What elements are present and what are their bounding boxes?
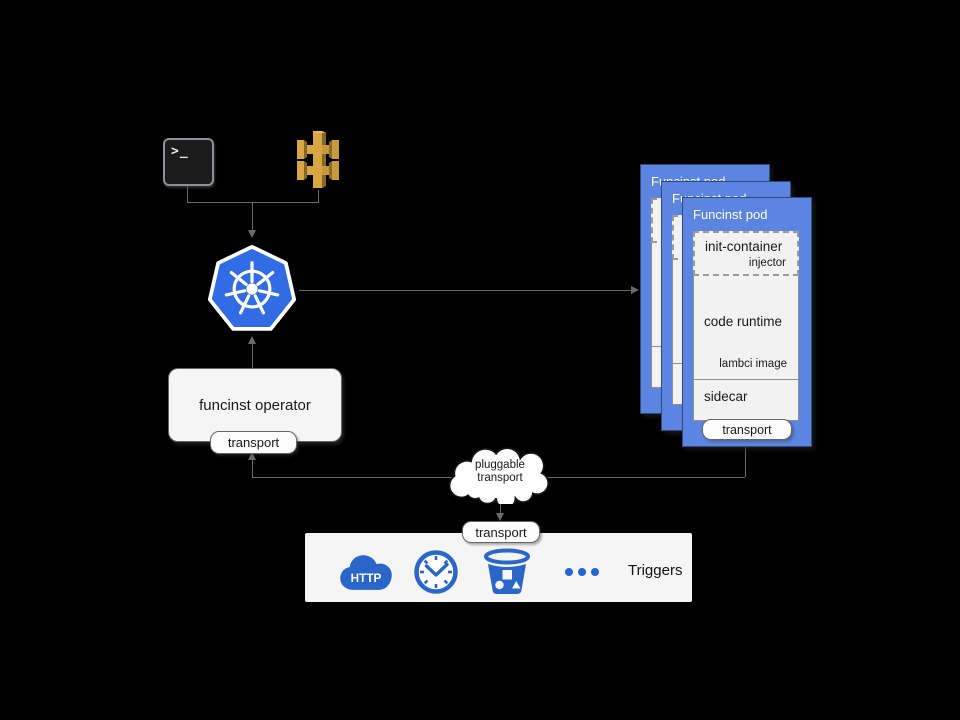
operator-transport-label: transport — [227, 435, 280, 450]
bucket-trigger-icon — [484, 548, 530, 594]
arrowhead-into-operator-transport — [248, 452, 256, 460]
connector-pod-to-bus — [745, 447, 746, 477]
terminal-prompt: >_ — [171, 144, 189, 159]
pod-body-section: code runtime lambci image sidecar — [693, 276, 799, 421]
terminal-icon: >_ — [163, 138, 214, 186]
connector-operator-to-k8s — [252, 344, 253, 368]
section-divider — [694, 379, 798, 380]
schedule-trigger-icon — [414, 550, 458, 594]
pod-transport-label: transport — [722, 422, 772, 437]
pod-transport-badge: transport — [702, 419, 792, 440]
pod-title: Funcinst pod — [693, 207, 768, 222]
funcinst-pod-card-front: Funcinst pod init-container injector cod… — [682, 197, 812, 447]
connector-k8s-to-pod — [299, 290, 632, 291]
connector-terminal-down — [187, 186, 188, 202]
svg-text:HTTP: HTTP — [351, 572, 382, 585]
connector-aws-down — [318, 190, 319, 202]
arrowhead-into-k8s-bottom — [248, 336, 256, 344]
connector-top-horizontal — [187, 202, 319, 203]
kubernetes-icon — [207, 244, 297, 331]
sidecar-label: sidecar — [704, 389, 748, 404]
init-container-section: init-container injector — [693, 231, 799, 276]
pluggable-transport-cloud: pluggable transport — [442, 446, 558, 509]
injector-label: injector — [748, 257, 786, 269]
funcinst-operator-node: funcinst operator — [168, 368, 342, 442]
connector-to-k8s — [252, 202, 253, 231]
connector-cloud-to-triggers — [500, 501, 501, 514]
cloud-label-line1: pluggable — [475, 459, 525, 471]
ellipsis-icon — [565, 568, 599, 576]
arrowhead-into-pod — [631, 286, 639, 294]
code-runtime-label: code runtime — [704, 314, 783, 329]
http-trigger-icon: HTTP — [340, 555, 392, 590]
init-container-label: init-container — [705, 239, 783, 254]
funcinst-operator-label: funcinst operator — [199, 396, 311, 414]
operator-transport-badge: transport — [210, 431, 297, 454]
cloud-label-line2: transport — [477, 472, 523, 484]
connector-bus-to-operator — [252, 460, 253, 477]
lambci-image-label: lambci image — [719, 358, 787, 370]
aws-lambda-icon — [297, 131, 339, 188]
arrowhead-into-bottom-transport — [496, 513, 504, 521]
cloud-icon — [448, 447, 550, 509]
triggers-label: Triggers — [628, 562, 683, 579]
triggers-transport-badge: transport — [462, 521, 540, 543]
triggers-transport-label: transport — [475, 524, 527, 540]
arrowhead-into-k8s-top — [248, 230, 256, 238]
